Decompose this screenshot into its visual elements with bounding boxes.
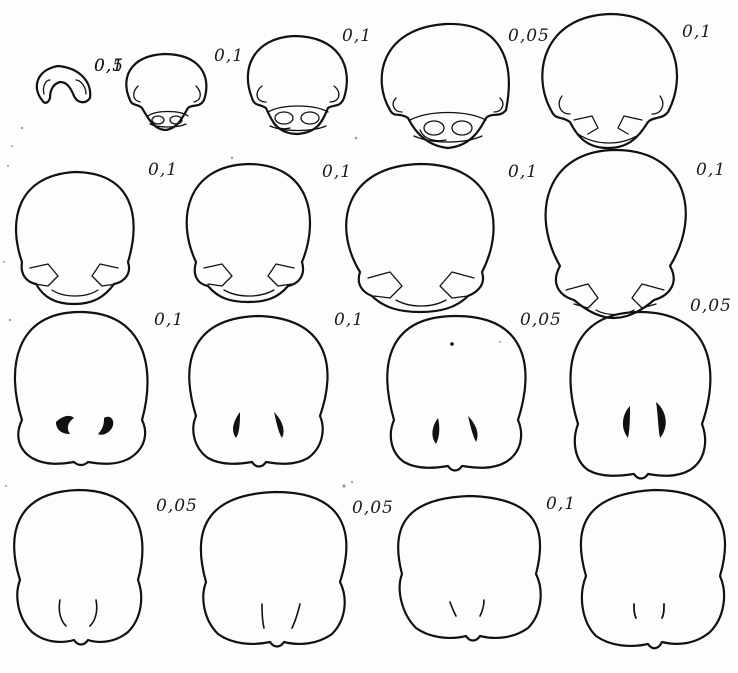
section-r4-3 [398,496,541,641]
section-r3-2 [189,316,327,467]
section-r1-4 [382,24,509,148]
scan-specks [3,127,501,488]
section-r2-3 [346,164,493,312]
scale-label: 0,1 [696,162,726,179]
section-r2-2 [187,164,310,302]
section-r3-1 [15,312,148,465]
scale-label: 0,1 [154,312,184,329]
section-r1-5 [542,14,677,148]
scale-label: 0,1 [148,162,178,179]
section-r1-1 [37,66,90,103]
scale-label: 0,05 [690,298,732,315]
scale-label: 0,05 [508,28,550,45]
scale-label: 0,1 [546,496,576,513]
scale-label: 0,1 [214,48,244,65]
section-r3-4 [570,312,710,479]
scale-label: 0,5 [94,58,124,75]
scale-label: 0,05 [520,312,562,329]
section-r4-1 [14,490,142,645]
scale-label: 0,1 [334,312,364,329]
section-r4-2 [201,492,346,647]
scale-label: 0,05 [352,500,394,517]
scale-label: 0,1 [508,164,538,181]
scale-label: 0,05 [156,498,198,515]
section-r2-1 [16,172,134,304]
section-r2-4 [546,150,686,318]
section-r4-4 [581,490,725,648]
section-r1-2 [126,54,206,130]
section-r3-3 [387,316,525,471]
section-r1-3 [248,36,347,134]
scale-label: 0,1 [342,28,372,45]
scale-label: 0,1 [682,24,712,41]
scale-label: 0,1 [322,164,352,181]
